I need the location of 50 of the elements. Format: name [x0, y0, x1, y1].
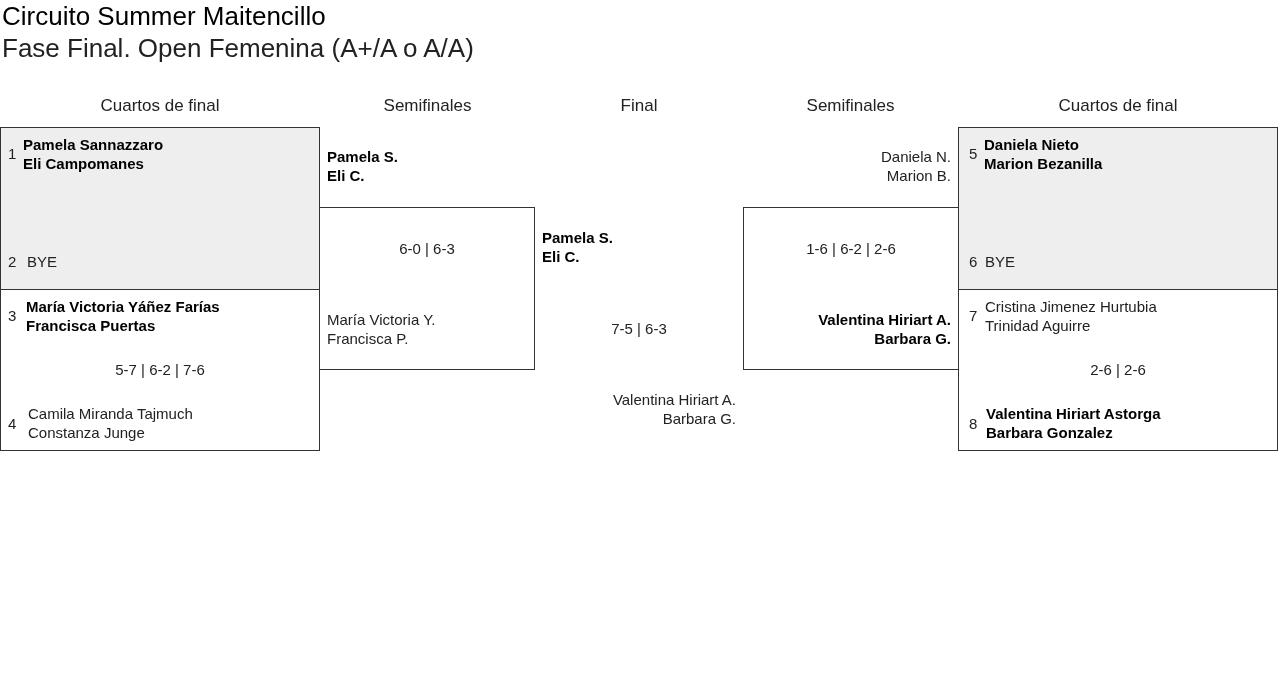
- match-box: [0, 289, 320, 451]
- player-name: Pamela S.: [542, 228, 613, 247]
- bye-entry: BYE: [985, 252, 1015, 271]
- seed-number: 6: [969, 252, 978, 271]
- match-box: [0, 127, 320, 290]
- seed-number: 8: [969, 414, 978, 433]
- player-name: Barbara Gonzalez: [986, 423, 1113, 442]
- player-name: Pamela S.: [327, 147, 398, 166]
- player-name: Trinidad Aguirre: [985, 316, 1091, 335]
- match-box: [958, 127, 1278, 290]
- player-name: Francisca P.: [327, 329, 409, 348]
- player-name: Francisca Puertas: [26, 316, 156, 335]
- player-name: Daniela N.: [880, 147, 951, 166]
- seed-number: 1: [8, 144, 17, 163]
- round-heading: Cuartos de final: [100, 95, 220, 117]
- round-heading: Cuartos de final: [1058, 95, 1178, 117]
- player-name: Marion B.: [886, 166, 951, 185]
- seed-number: 4: [8, 414, 17, 433]
- match-box: [958, 289, 1278, 451]
- player-name: María Victoria Y.: [327, 310, 436, 329]
- player-name: Eli C.: [327, 166, 365, 185]
- player-name: Cristina Jimenez Hurtubia: [985, 297, 1157, 316]
- player-name: Eli Campomanes: [23, 154, 144, 173]
- seed-number: 5: [969, 144, 978, 163]
- match-score: 7-5 | 6-3: [611, 319, 667, 338]
- seed-number: 3: [8, 306, 17, 325]
- player-name: Barbara G.: [874, 329, 951, 348]
- player-name: Pamela Sannazzaro: [23, 135, 164, 154]
- seed-number: 2: [8, 252, 17, 271]
- player-name: Valentina Hiriart A.: [818, 310, 951, 329]
- seed-number: 7: [969, 306, 978, 325]
- player-name: Barbara G.: [662, 409, 736, 428]
- player-name: Valentina Hiriart A.: [612, 390, 736, 409]
- match-score: 6-0 | 6-3: [399, 239, 455, 258]
- round-heading: Final: [620, 95, 658, 117]
- player-name: Eli C.: [542, 247, 580, 266]
- page-subtitle: Fase Final. Open Femenina (A+/A o A/A): [2, 32, 474, 65]
- player-name: Constanza Junge: [28, 423, 145, 442]
- player-name: Marion Bezanilla: [984, 154, 1103, 173]
- player-name: Valentina Hiriart Astorga: [986, 404, 1161, 423]
- round-heading: Semifinales: [383, 95, 472, 117]
- page-title: Circuito Summer Maitencillo: [2, 0, 326, 33]
- match-score: 5-7 | 6-2 | 7-6: [115, 360, 205, 379]
- round-heading: Semifinales: [806, 95, 895, 117]
- player-name: Camila Miranda Tajmuch: [28, 404, 193, 423]
- match-score: 1-6 | 6-2 | 2-6: [806, 239, 896, 258]
- match-score: 2-6 | 2-6: [1090, 360, 1146, 379]
- player-name: Daniela Nieto: [984, 135, 1080, 154]
- bye-entry: BYE: [27, 252, 57, 271]
- player-name: María Victoria Yáñez Farías: [26, 297, 220, 316]
